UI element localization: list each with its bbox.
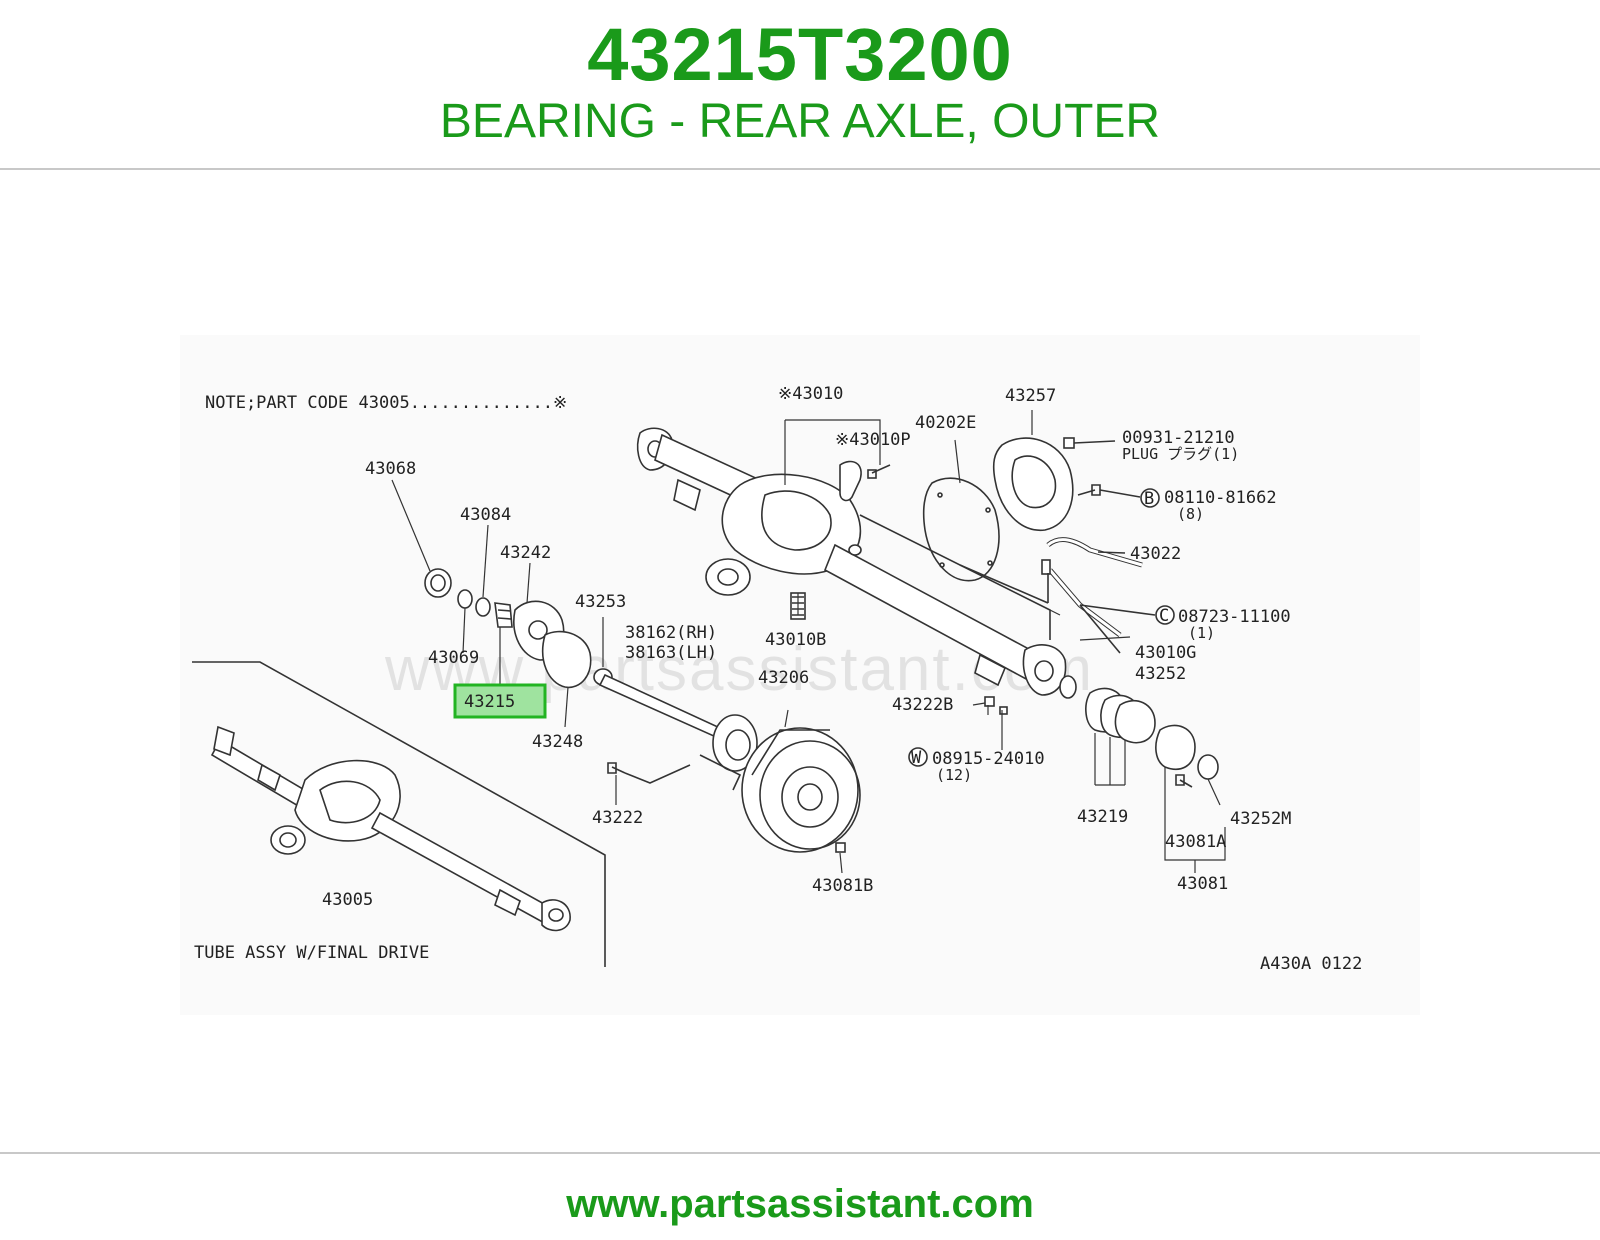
callout-43253: 43253	[575, 592, 626, 612]
callout-08110-qty: (8)	[1177, 505, 1204, 523]
footer-url[interactable]: www.partsassistant.com	[0, 1180, 1600, 1228]
callout-43257: 43257	[1005, 386, 1056, 406]
part-description: BEARING - REAR AXLE, OUTER	[439, 95, 1161, 148]
cover-43257	[992, 437, 1074, 531]
axle-shaft	[598, 673, 758, 791]
note-text: NOTE;PART CODE 43005..............※	[205, 393, 567, 413]
callout-43022: 43022	[1130, 544, 1181, 564]
page-header: 43215T3200 BEARING - REAR AXLE, OUTER	[0, 0, 1600, 170]
nut-43081b	[835, 842, 846, 853]
tube-assy-inset	[192, 661, 606, 967]
gasket-40202e	[922, 477, 1000, 582]
callout-43222b: 43222B	[892, 695, 953, 715]
callout-08110: 08110-81662	[1164, 488, 1277, 508]
callout-43081: 43081	[1177, 874, 1228, 894]
callout-43252: 43252	[1135, 664, 1186, 684]
callout-00931: 00931-21210	[1122, 428, 1235, 448]
callout-43081b: 43081B	[812, 876, 873, 896]
parts-diagram: www.partsassistant.com NOTE;PART CODE 43…	[180, 335, 1420, 1015]
callout-43219: 43219	[1077, 807, 1128, 827]
part-number: 43215T3200	[587, 13, 1013, 96]
callout-43206: 43206	[758, 668, 809, 688]
bearing-43215	[494, 602, 513, 628]
callout-40202e: 40202E	[915, 413, 976, 433]
header-divider	[0, 168, 1600, 170]
callout-43010p: ※43010P	[835, 430, 911, 450]
callout-43068: 43068	[365, 459, 416, 479]
svg-text:W: W	[911, 748, 922, 768]
callout-08915: 08915-24010	[932, 749, 1045, 769]
axle-housing	[636, 427, 1067, 696]
callout-43081a: 43081A	[1165, 832, 1226, 852]
callout-labels: 43068 43084 43242 43069 43253 38162(RH) …	[194, 384, 1362, 974]
callout-plug: PLUG プラグ(1)	[1122, 445, 1239, 463]
callout-43010: ※43010	[778, 384, 843, 404]
drawing-id: A430A 0122	[1260, 954, 1362, 974]
plug-icon	[1063, 437, 1075, 449]
callout-43084: 43084	[460, 505, 511, 525]
leader-lines	[391, 410, 1226, 874]
footer-divider	[0, 1152, 1600, 1154]
site-link[interactable]: www.partsassistant.com	[566, 1182, 1034, 1226]
badge-w: W	[908, 747, 928, 768]
highlighted-callout-label: 43215	[464, 692, 515, 712]
svg-text:B: B	[1144, 489, 1154, 509]
callout-43222: 43222	[592, 808, 643, 828]
callout-43248: 43248	[532, 732, 583, 752]
hub-bolt-43222	[607, 762, 626, 774]
callout-43069: 43069	[428, 648, 479, 668]
callout-38162: 38162(RH)	[625, 623, 717, 643]
callout-08915-qty: (12)	[936, 766, 972, 784]
callout-08723-qty: (1)	[1188, 624, 1215, 642]
assembly-label: TUBE ASSY W/FINAL DRIVE	[194, 943, 429, 963]
bracket-43010p	[839, 460, 891, 502]
brake-drum-43206	[741, 727, 861, 853]
hub-parts-left	[424, 568, 613, 689]
svg-text:C: C	[1159, 606, 1169, 626]
hub-parts-right	[984, 675, 1219, 788]
highlighted-callout-43215[interactable]: 43215	[453, 683, 547, 719]
callout-43010g: 43010G	[1135, 643, 1196, 663]
badge-b: B	[1140, 488, 1160, 509]
callout-38163: 38163(LH)	[625, 643, 717, 663]
callout-43005: 43005	[322, 890, 373, 910]
callout-43242: 43242	[500, 543, 551, 563]
exploded-view-drawing: www.partsassistant.com NOTE;PART CODE 43…	[192, 384, 1362, 974]
breather-hose-43022	[959, 537, 1156, 654]
callout-43010b: 43010B	[765, 630, 826, 650]
callout-43252m: 43252M	[1230, 809, 1291, 829]
badge-c: C	[1155, 605, 1175, 626]
bolt-icon	[1077, 484, 1101, 496]
callout-08723: 08723-11100	[1178, 607, 1291, 627]
